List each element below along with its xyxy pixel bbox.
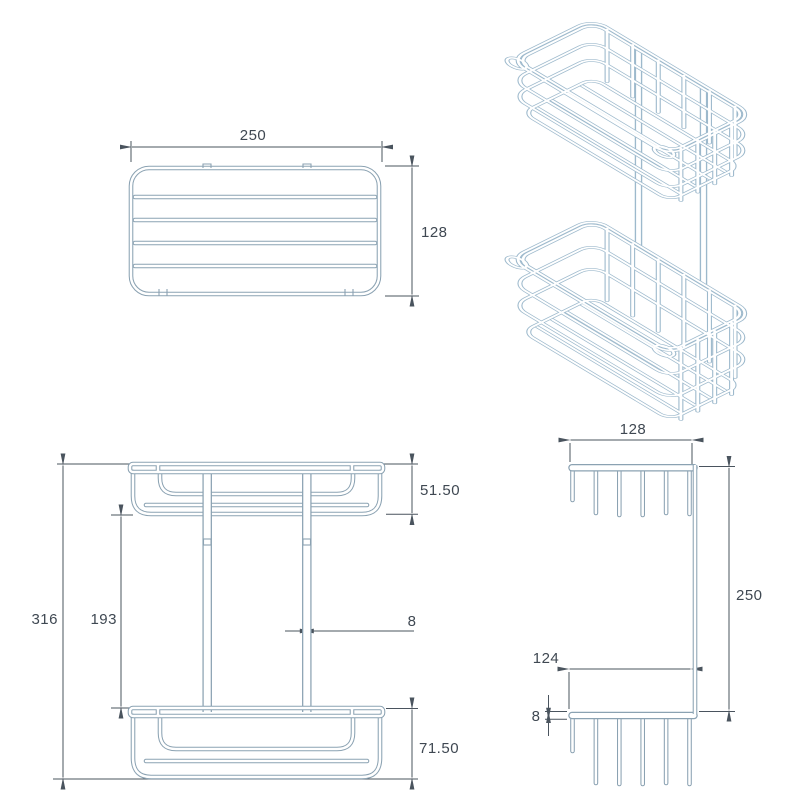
dim-top-basket-height: 51.50 [420, 482, 460, 499]
top-view: 250 128 [120, 127, 448, 307]
iso-bottom-basket [448, 217, 800, 423]
dim-top-view-depth: 128 [421, 224, 448, 241]
isometric-view [448, 18, 800, 423]
dim-bottom-basket-height: 71.50 [419, 740, 459, 757]
iso-top-basket [467, 18, 800, 204]
dim-side-top-width: 128 [620, 421, 647, 438]
dim-overall-height: 316 [31, 611, 58, 628]
dim-rail-width: 8 [408, 613, 417, 630]
dim-bottom-shelf-width: 124 [533, 650, 560, 667]
dim-top-view-width: 250 [240, 127, 267, 144]
dim-between-baskets: 193 [90, 611, 117, 628]
front-view: 316 193 51.50 71.50 8 [31, 453, 460, 790]
side-view: 128 250 124 8 [532, 421, 763, 784]
dim-shelf-wire: 8 [532, 708, 541, 725]
dim-wall-height: 250 [736, 587, 763, 604]
